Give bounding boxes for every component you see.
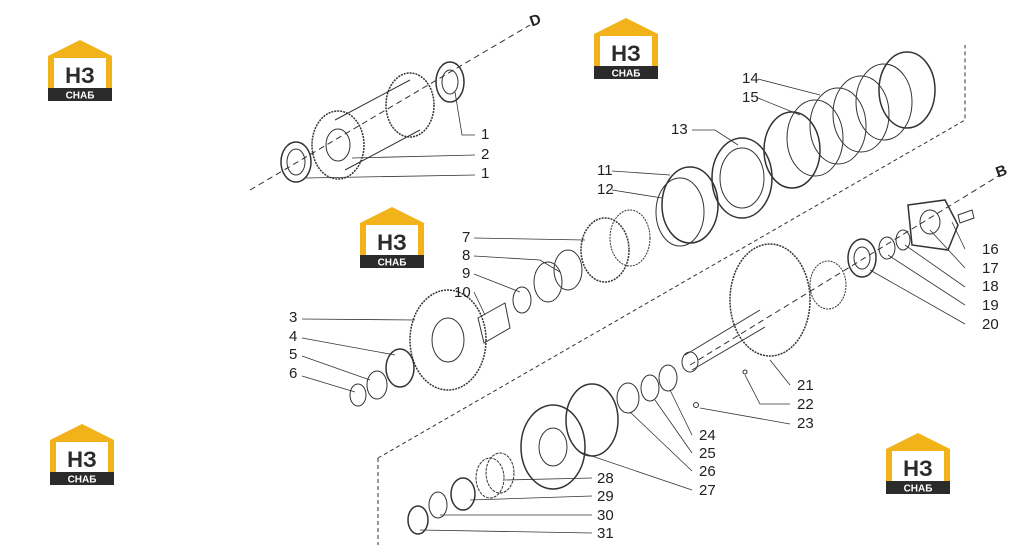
logo-word-text: СНАБ [68, 475, 97, 486]
logo-word-text: СНАБ [66, 91, 95, 102]
bolt-16 [957, 209, 975, 224]
brand-logo-watermark: НЗ СНАБ [50, 424, 114, 486]
callout-number: 7 [462, 229, 471, 246]
brand-logo-watermark: НЗ СНАБ [360, 207, 424, 269]
callout-number: 27 [699, 482, 716, 499]
callout-number: 30 [597, 507, 614, 524]
cover-17 [907, 199, 959, 251]
callout-number: 15 [742, 89, 759, 106]
bearing-8 [533, 261, 563, 303]
logo-word-text: СНАБ [612, 69, 641, 80]
logo-mark-text: НЗ [611, 41, 641, 66]
callout-number: 21 [797, 377, 814, 394]
logo-mark-text: НЗ [903, 456, 933, 481]
brand-logo-watermark: НЗ СНАБ [48, 40, 112, 102]
callout-number: 20 [982, 316, 999, 333]
leader-lines [301, 78, 966, 534]
plate-13 [711, 137, 773, 219]
bearing-20 [847, 238, 877, 278]
callout-number: 12 [597, 181, 614, 198]
spring-28 [485, 452, 515, 494]
callout-number: 17 [982, 260, 999, 277]
logo-mark-text: НЗ [65, 63, 95, 88]
bushing-10 [477, 302, 511, 344]
callout-number: 28 [597, 470, 614, 487]
axis-line-b [689, 174, 1001, 366]
logo-mark-text: НЗ [377, 230, 407, 255]
logo-word-text: СНАБ [378, 258, 407, 269]
callout-number: 11 [597, 162, 613, 179]
hub-21 [729, 243, 811, 357]
ring-11 [661, 166, 719, 244]
piston-27 [520, 404, 586, 490]
callout-number: 2 [481, 146, 490, 163]
axis-line-d [249, 24, 531, 191]
brand-logo-watermark: НЗ СНАБ [886, 433, 950, 495]
callout-number: 13 [671, 121, 688, 138]
clutch-pack [763, 51, 936, 189]
callout-number: 19 [982, 297, 999, 314]
assembly-boundary [377, 45, 966, 545]
callout-number: 3 [289, 309, 298, 326]
ring-26 [565, 383, 619, 457]
callout-number: 5 [289, 346, 298, 363]
gear-7 [580, 217, 630, 283]
callout-number: 1 [481, 165, 490, 182]
bearing-4 [385, 348, 415, 388]
callout-number: 26 [699, 463, 716, 480]
callout-number: 9 [462, 265, 471, 282]
callout-number: 4 [289, 328, 298, 345]
callout-number: 22 [797, 396, 814, 413]
logo-mark-text: НЗ [67, 447, 97, 472]
callout-number: 18 [982, 278, 999, 295]
callout-number: 29 [597, 488, 614, 505]
gear-3 [409, 289, 487, 391]
callout-number: 16 [982, 241, 999, 258]
brand-logo-watermark: НЗ СНАБ [594, 18, 658, 80]
callout-number: 10 [454, 284, 471, 301]
callout-number: 24 [699, 427, 716, 444]
callout-number: 23 [797, 415, 814, 432]
callout-number: 8 [462, 247, 471, 264]
callout-number: 14 [742, 70, 759, 87]
callout-number: 25 [699, 445, 716, 462]
callout-number: 6 [289, 365, 298, 382]
gear-shaft-top [280, 61, 465, 183]
callout-number: 31 [597, 525, 614, 542]
shaft-21 [684, 309, 766, 371]
callout-number: 1 [481, 126, 490, 143]
logo-word-text: СНАБ [904, 484, 933, 495]
